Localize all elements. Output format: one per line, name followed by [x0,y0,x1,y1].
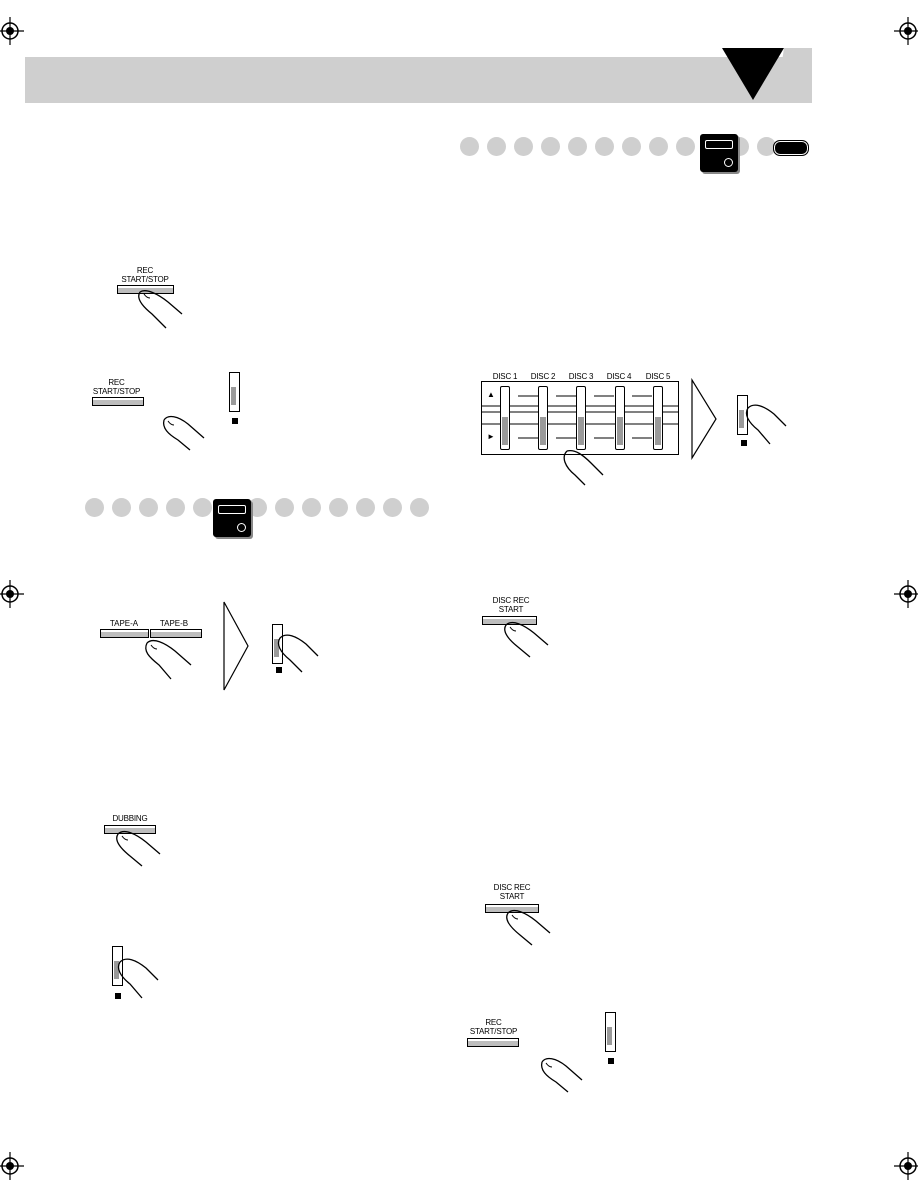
disc-3-button[interactable] [576,386,586,450]
step-dot [410,498,429,517]
disc-2-label: DISC 2 [530,372,556,381]
disc-rec-start-label: DISC REC START [493,883,531,901]
stop-square-icon [232,418,238,424]
step-dot [329,498,348,517]
dubbing-button[interactable] [104,825,156,834]
pressing-finger-icon [145,639,192,680]
tape-a-button[interactable] [100,629,149,638]
dubbing-label: DUBBING [112,814,148,823]
pressing-finger-icon [116,830,161,867]
registration-mark-icon [0,17,24,45]
rec-start-stop-label: REC START/STOP [121,266,169,284]
pressing-finger-icon [745,404,787,445]
disc-5-button[interactable] [653,386,663,450]
stop-slider[interactable] [737,395,748,435]
stop-square-icon [608,1058,614,1064]
play-icon: ► [487,432,495,441]
step-dot [622,137,641,156]
disc-rec-start-label: DISC REC START [492,596,530,614]
remote-control-icon [700,134,738,172]
step-dot [275,498,294,517]
step-dot [757,137,776,156]
pressing-finger-icon [277,634,319,673]
step-dot [541,137,560,156]
pressing-finger-icon [138,290,183,329]
pressing-finger-icon [504,621,549,658]
rec-start-stop-button[interactable] [92,397,144,406]
step-dot [248,498,267,517]
pressing-finger-icon [162,415,205,451]
step-dot [460,137,479,156]
tape-b-label: TAPE-B [159,619,189,628]
disc-1-label: DISC 1 [492,372,518,381]
step-dot [514,137,533,156]
large-right-arrow-icon [691,378,717,460]
disc-rec-start-button[interactable] [482,616,537,625]
header-band [25,57,810,103]
rec-start-stop-label: REC START/STOP [92,378,141,396]
disc-3-label: DISC 3 [568,372,594,381]
step-dot [356,498,375,517]
tape-a-label: TAPE-A [109,619,139,628]
disc-4-button[interactable] [615,386,625,450]
step-dot [595,137,614,156]
disc-5-label: DISC 5 [645,372,671,381]
step-dot [139,498,158,517]
eject-icon: ▲ [487,390,495,399]
pressing-finger-icon [563,449,604,486]
registration-mark-icon [894,17,918,45]
step-dot [649,137,668,156]
tape-b-button[interactable] [150,629,202,638]
stop-slider[interactable] [112,946,123,986]
rec-start-stop-button[interactable] [117,285,174,294]
disc-2-button[interactable] [538,386,548,450]
disc-panel: ▲ ► [481,381,679,455]
step-dot [85,498,104,517]
step-dot [302,498,321,517]
stop-slider[interactable] [229,372,240,412]
rec-start-stop-button[interactable] [467,1038,519,1047]
step-dot [166,498,185,517]
step-dot [487,137,506,156]
stop-square-icon [276,667,282,673]
stop-slider[interactable] [272,624,283,664]
pressing-finger-icon [506,909,551,946]
stop-square-icon [115,993,121,999]
step-dot [112,498,131,517]
step-dot [676,137,695,156]
step-dot [193,498,212,517]
stop-square-icon [741,440,747,446]
pressing-finger-icon [117,958,159,999]
large-right-arrow-icon [223,601,249,691]
disc-4-label: DISC 4 [606,372,632,381]
registration-mark-icon [894,1152,918,1180]
stop-slider[interactable] [605,1012,616,1052]
step-dot [568,137,587,156]
registration-mark-icon [0,580,24,608]
remote-control-icon [213,499,251,537]
step-dot [383,498,402,517]
disc-1-button[interactable] [500,386,510,450]
registration-mark-icon [894,580,918,608]
pressing-finger-icon [540,1057,583,1093]
registration-mark-icon [0,1152,24,1180]
pill-indicator-icon [773,140,809,156]
rec-start-stop-label: REC START/STOP [469,1018,518,1036]
disc-rec-start-button[interactable] [485,904,539,913]
header-triangle-icon [722,48,812,103]
